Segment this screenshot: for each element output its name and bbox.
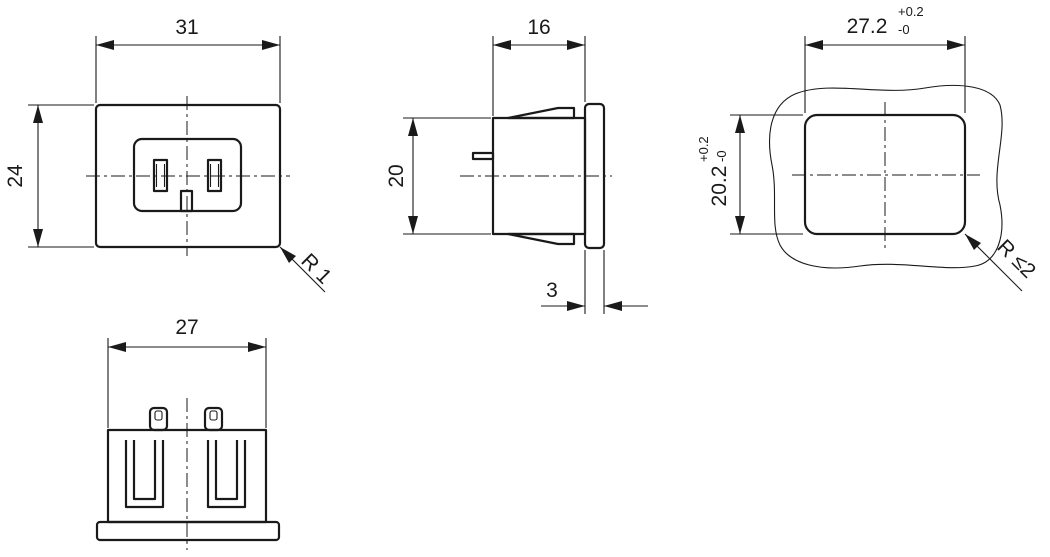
side-length-label: 16 — [527, 16, 550, 39]
front-width-label: 31 — [175, 16, 198, 39]
side-pin — [471, 151, 495, 161]
side-latch-bottom — [506, 232, 576, 246]
cutout-height-tol-plus: +0.2 — [696, 136, 711, 162]
bottom-slot-left — [124, 440, 165, 509]
bottom-slot-right — [206, 440, 247, 509]
side-latch-top — [506, 106, 576, 120]
cutout-width-tol-minus: -0 — [898, 22, 910, 37]
cutout-height-label: 20.2 — [708, 166, 731, 207]
front-view: 31 24 R 1 — [4, 16, 336, 293]
cutout-view: 27.2 +0.2 -0 20.2 +0.2 -0 R ≤2 — [696, 4, 1040, 292]
bottom-view: 27 — [95, 316, 281, 550]
side-height-label: 20 — [385, 164, 408, 187]
bottom-flange — [95, 520, 281, 542]
front-height-label: 24 — [4, 164, 27, 188]
cutout-height-tol-minus: -0 — [714, 150, 729, 162]
cutout-width-label: 27.2 — [847, 15, 888, 38]
side-view: 16 20 3 — [385, 16, 648, 314]
cutout-width-tol-plus: +0.2 — [898, 4, 924, 19]
cutout-panel-outline — [769, 84, 1003, 269]
side-flange-label: 3 — [546, 279, 558, 302]
front-radius-label: R 1 — [296, 249, 335, 288]
bottom-width-label: 27 — [175, 316, 198, 339]
